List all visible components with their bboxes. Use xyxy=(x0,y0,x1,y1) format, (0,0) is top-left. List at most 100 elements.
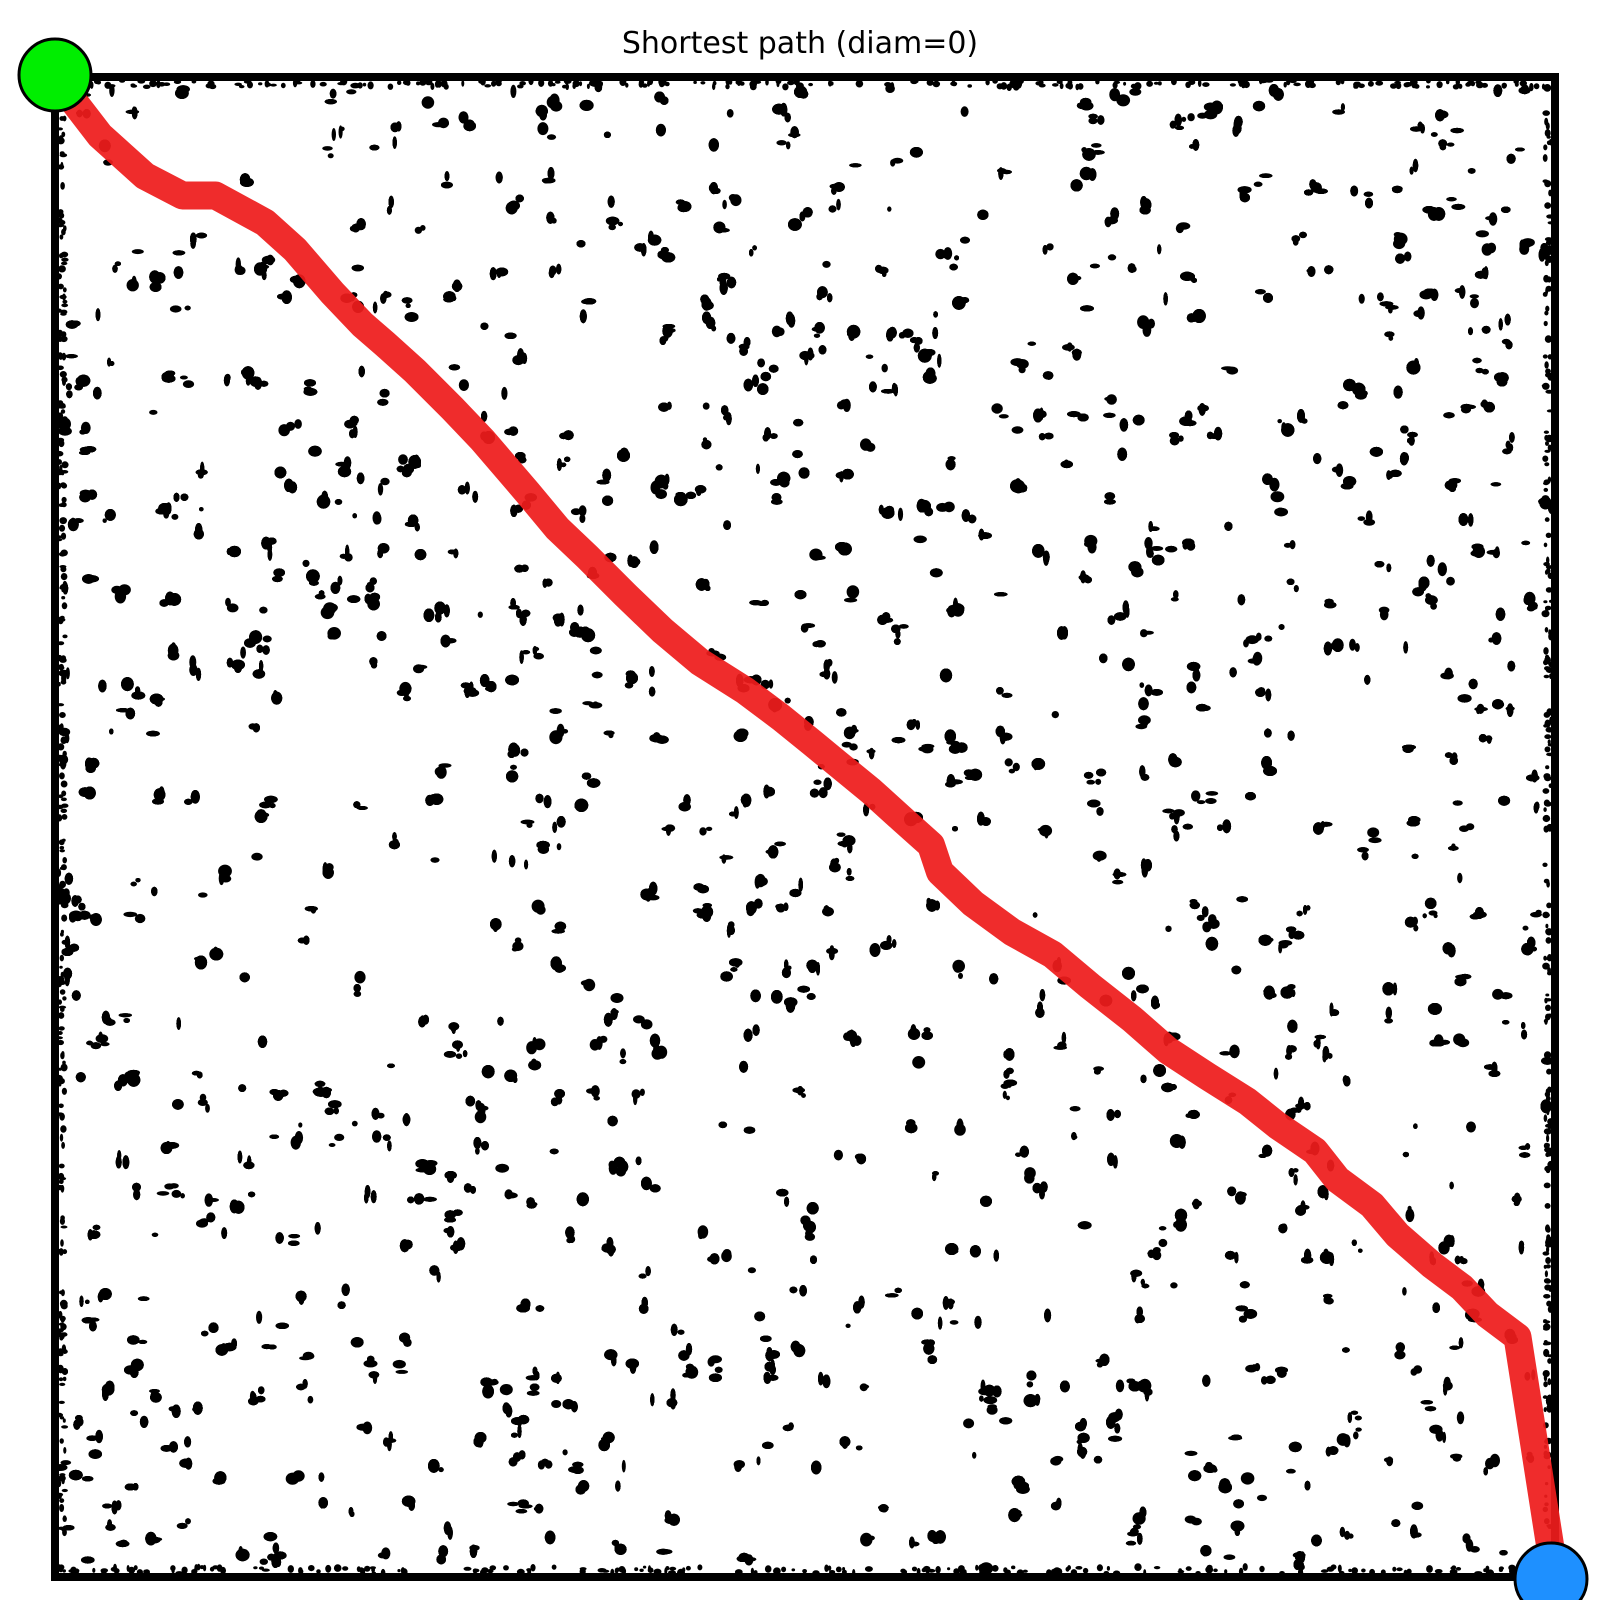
obstacle-blob xyxy=(1446,576,1455,586)
obstacle-blob xyxy=(1507,660,1516,672)
obstacle-blob xyxy=(963,1418,975,1429)
obstacle-blob xyxy=(534,1503,544,1514)
obstacle-blob xyxy=(504,1189,513,1200)
obstacle-blob xyxy=(123,911,138,918)
obstacle-blob xyxy=(1192,1198,1200,1210)
obstacle-blob xyxy=(788,218,802,231)
obstacle-blob xyxy=(1255,289,1266,295)
obstacle-blob xyxy=(1104,396,1116,402)
obstacle-blob xyxy=(986,1405,998,1415)
obstacle-blob xyxy=(194,955,208,970)
obstacle-blob xyxy=(146,730,160,737)
obstacle-blob xyxy=(205,1103,210,1113)
obstacle-blob xyxy=(733,1460,745,1469)
obstacle-blob xyxy=(254,726,260,732)
obstacle-blob xyxy=(1437,562,1448,577)
obstacle-blob xyxy=(1378,606,1390,614)
obstacle-blob xyxy=(414,226,423,234)
obstacle-blob xyxy=(1444,667,1453,680)
obstacle-blob xyxy=(1191,790,1201,802)
obstacle-blob xyxy=(935,248,946,260)
obstacle-blob xyxy=(1402,1287,1407,1296)
obstacle-blob xyxy=(956,1118,964,1133)
obstacle-blob xyxy=(1235,1191,1246,1205)
obstacle-blob xyxy=(1129,88,1142,96)
obstacle-blob xyxy=(1186,541,1196,551)
obstacle-blob xyxy=(1465,823,1475,831)
obstacle-blob xyxy=(1343,1434,1351,1448)
obstacle-blob xyxy=(1062,344,1075,351)
obstacle-field xyxy=(53,74,1557,1577)
obstacle-blob xyxy=(833,1149,844,1161)
obstacle-blob xyxy=(1420,1400,1434,1405)
obstacle-blob xyxy=(1107,254,1117,261)
obstacle-blob xyxy=(1184,1515,1197,1524)
obstacle-blob xyxy=(811,1460,822,1475)
obstacle-blob xyxy=(1175,223,1184,234)
obstacle-blob xyxy=(438,117,449,129)
obstacle-blob xyxy=(775,904,784,909)
obstacle-blob xyxy=(294,419,302,429)
obstacle-blob xyxy=(998,414,1009,419)
obstacle-blob xyxy=(595,1036,603,1050)
obstacle-blob xyxy=(225,597,231,607)
obstacle-blob xyxy=(826,947,839,955)
obstacle-blob xyxy=(275,1322,289,1330)
obstacle-blob xyxy=(979,1395,984,1402)
obstacle-blob xyxy=(697,1225,709,1239)
obstacle-blob xyxy=(1424,1406,1437,1412)
obstacle-blob xyxy=(1229,667,1237,678)
obstacle-blob xyxy=(656,1548,671,1555)
obstacle-blob xyxy=(334,499,343,505)
obstacle-blob xyxy=(1008,768,1016,774)
obstacle-blob xyxy=(881,363,888,373)
obstacle-blob xyxy=(100,1042,110,1047)
obstacle-blob xyxy=(354,970,366,984)
obstacle-blob xyxy=(756,1456,761,1466)
obstacle-blob xyxy=(533,652,544,660)
obstacle-blob xyxy=(495,1163,510,1173)
obstacle-blob xyxy=(1270,491,1285,503)
obstacle-blob xyxy=(1277,419,1282,424)
obstacle-blob xyxy=(1076,1439,1083,1444)
obstacle-blob xyxy=(396,465,405,473)
obstacle-blob xyxy=(171,1189,182,1198)
obstacle-blob xyxy=(1115,1379,1125,1393)
obstacle-blob xyxy=(86,575,99,583)
obstacle-blob xyxy=(1140,629,1148,638)
obstacle-blob xyxy=(1332,109,1345,115)
obstacle-blob xyxy=(943,247,953,260)
obstacle-blob xyxy=(1051,711,1060,719)
obstacle-blob xyxy=(1454,977,1467,987)
obstacle-blob xyxy=(65,667,70,680)
obstacle-blob xyxy=(82,1476,94,1482)
obstacle-blob xyxy=(1428,910,1438,916)
obstacle-blob xyxy=(1387,472,1393,479)
obstacle-blob xyxy=(167,650,180,661)
obstacle-blob xyxy=(816,293,823,301)
obstacle-blob xyxy=(1240,1472,1255,1485)
obstacle-blob xyxy=(546,134,557,140)
obstacle-blob xyxy=(374,513,382,525)
obstacle-blob xyxy=(1363,518,1376,526)
obstacle-blob xyxy=(556,843,562,851)
obstacle-blob xyxy=(1254,1363,1261,1372)
obstacle-blob xyxy=(1243,639,1249,648)
obstacle-blob xyxy=(218,864,232,878)
obstacle-blob xyxy=(743,1126,756,1134)
obstacle-blob xyxy=(859,1383,868,1392)
obstacle-blob xyxy=(805,1221,816,1234)
obstacle-blob xyxy=(1488,212,1498,226)
obstacle-blob xyxy=(1485,1457,1495,1470)
obstacle-blob xyxy=(1004,758,1013,767)
obstacle-blob xyxy=(379,388,390,398)
obstacle-blob xyxy=(197,1099,208,1106)
obstacle-blob xyxy=(640,1019,653,1030)
obstacle-blob xyxy=(887,206,892,212)
obstacle-blob xyxy=(111,585,123,595)
obstacle-blob xyxy=(324,1107,335,1115)
obstacle-blob xyxy=(95,1034,109,1044)
obstacle-blob xyxy=(890,159,896,167)
obstacle-blob xyxy=(199,1093,207,1102)
obstacle-blob xyxy=(458,379,469,391)
